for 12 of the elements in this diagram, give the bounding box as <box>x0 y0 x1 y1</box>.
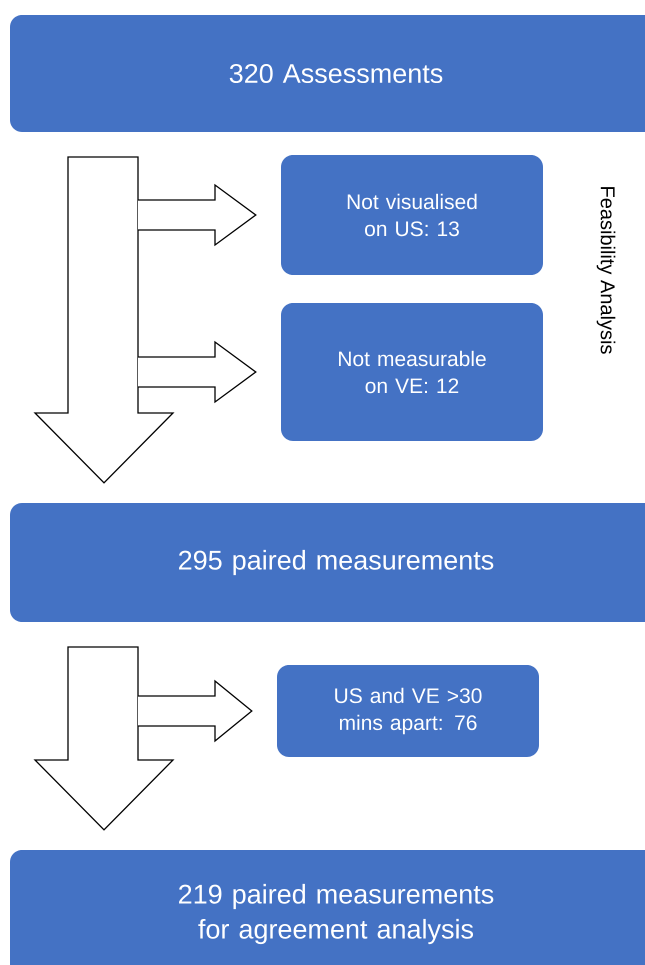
process-box: US and VE >30 mins apart: 76 <box>277 665 539 757</box>
process-box: 320 Assessments <box>10 15 645 132</box>
process-box: 219 paired measurements for agreement analysis <box>10 850 645 965</box>
block-arrow <box>33 646 175 831</box>
block-arrow <box>137 680 253 742</box>
block-arrow <box>137 340 257 404</box>
side-label: Feasibility Analysis <box>596 187 616 354</box>
block-arrow <box>33 156 175 484</box>
block-arrow <box>137 184 257 246</box>
process-box: 295 paired measurements <box>10 503 645 622</box>
process-box: Not measurable on VE: 12 <box>281 303 543 441</box>
process-box: Not visualised on US: 13 <box>281 155 543 275</box>
